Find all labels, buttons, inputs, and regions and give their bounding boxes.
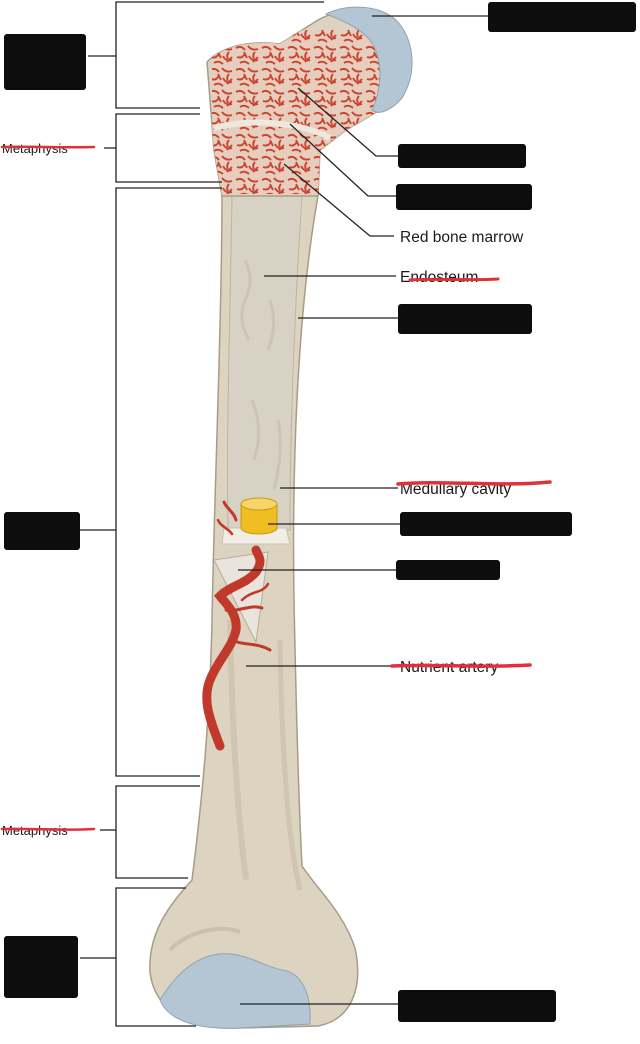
- label-endosteum: Endosteum: [400, 269, 478, 286]
- redacted-label-articular-cartilage-bottom: [398, 990, 556, 1022]
- bracket-diaphysis: [115, 187, 222, 777]
- right-leader-lines: [238, 15, 488, 1005]
- bracket-distal-metaphysis: [115, 785, 200, 879]
- redacted-label-compact-bone: [400, 512, 572, 536]
- epiphyseal-line: [213, 119, 332, 141]
- strike-endosteum: [408, 277, 500, 282]
- redacted-label-proximal-epiphysis: [4, 34, 86, 90]
- left-brackets: [80, 1, 324, 1027]
- proximal-articular-cartilage: [324, 6, 413, 113]
- redacted-label-periosteum: [398, 304, 532, 334]
- femur-bone: [149, 6, 413, 1029]
- bracket-proximal-epiphysis: [115, 1, 324, 109]
- bracket-distal-epiphysis: [115, 887, 196, 1027]
- bracket-proximal-metaphysis: [115, 113, 222, 183]
- label-metaphysis-top: Metaphysis: [2, 141, 68, 156]
- strike-nutrient-artery: [390, 663, 532, 668]
- medullary-cavity-region: [226, 195, 303, 531]
- label-metaphysis-bottom: Metaphysis: [2, 823, 68, 838]
- compact-bone-plug: [221, 497, 291, 545]
- redacted-label-articular-cartilage-top: [488, 2, 636, 32]
- redacted-label-diaphysis: [4, 512, 80, 550]
- strike-medullary-cavity: [396, 480, 552, 486]
- strike-metaphysis-top: [0, 145, 96, 149]
- redacted-label-epiphyseal-line: [396, 184, 532, 210]
- label-red-bone-marrow: Red bone marrow: [400, 229, 524, 246]
- redacted-label-periosteum-lower: [396, 560, 500, 580]
- strike-metaphysis-bottom: [0, 827, 96, 831]
- distal-articular-cartilage: [159, 953, 311, 1029]
- redacted-label-spongy-bone: [398, 144, 526, 168]
- redacted-label-distal-epiphysis: [4, 936, 78, 998]
